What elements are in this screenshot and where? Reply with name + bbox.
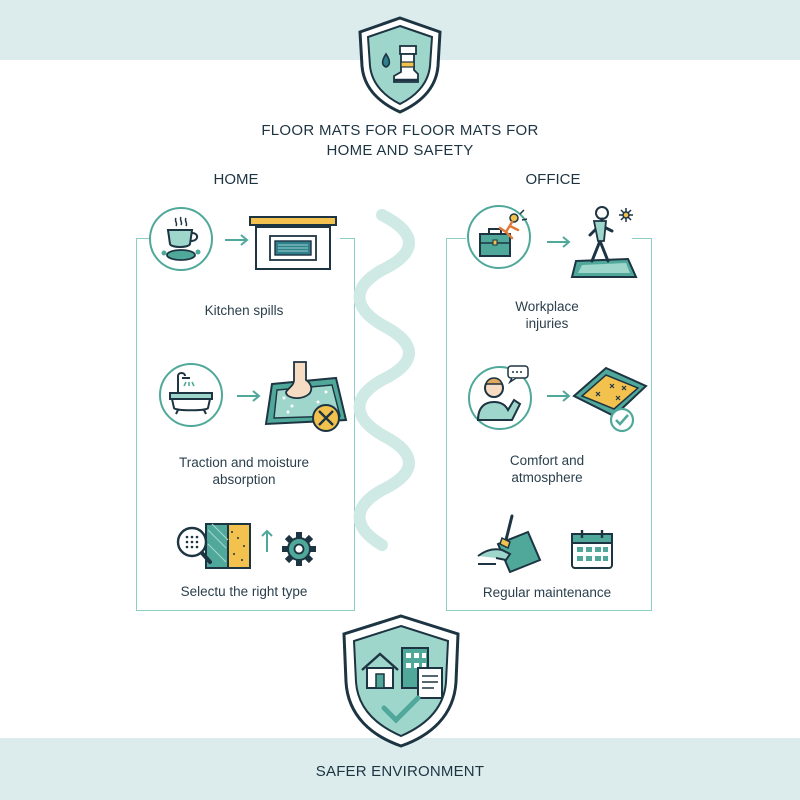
office-item-2-label-line-2: atmosphere xyxy=(511,470,583,485)
office-item-3-label: Regular maintenance xyxy=(482,585,612,600)
home-item-2-label-line-1: Traction and moisture xyxy=(178,455,310,470)
home-panel xyxy=(136,238,355,611)
shield-home-office-icon xyxy=(342,614,460,748)
bottom-band xyxy=(0,738,800,800)
coffee-spill-icon xyxy=(149,207,213,271)
comfort-mat-check-icon xyxy=(572,366,648,433)
office-item-1-label-line-1: Workplace xyxy=(515,299,579,314)
arrow-icon xyxy=(237,390,261,402)
bath-mat-foot-icon xyxy=(264,361,348,432)
home-item-3-label: Selectu the right type xyxy=(180,584,308,599)
gear-icon xyxy=(282,532,316,566)
title-line-2: HOME AND SAFETY xyxy=(326,142,474,159)
office-panel-top-right xyxy=(632,238,651,239)
office-panel-top-left xyxy=(446,238,466,239)
hand-cleaning-icon xyxy=(477,514,542,574)
arrow-up-icon xyxy=(261,529,273,552)
home-item-1-label: Kitchen spills xyxy=(204,303,284,318)
page-title: FLOOR MATS FOR FLOOR MATS FOR HOME AND S… xyxy=(0,121,800,161)
office-panel xyxy=(446,238,652,611)
home-heading: HOME xyxy=(213,171,259,188)
office-item-2-label: Comfort and atmosphere xyxy=(452,452,642,486)
magnifier-samples-icon xyxy=(176,523,251,569)
home-item-2-label: Traction and moisture absorption xyxy=(148,454,340,488)
home-panel-top-right xyxy=(340,238,354,239)
office-item-1-label-line-2: injuries xyxy=(525,316,569,331)
wave-divider xyxy=(353,209,415,551)
calendar-icon xyxy=(571,530,613,569)
office-heading: OFFICE xyxy=(525,171,581,188)
shield-boot-icon xyxy=(358,16,442,114)
bathtub-shower-icon xyxy=(159,363,223,427)
arrow-icon xyxy=(225,234,249,246)
home-item-2-label-line-2: absorption xyxy=(212,472,276,487)
office-item-2-label-line-1: Comfort and xyxy=(509,453,585,468)
briefcase-slip-icon xyxy=(467,205,531,269)
person-on-mat-icon xyxy=(570,206,638,278)
office-item-1-label: Workplace injuries xyxy=(452,298,642,332)
arrow-icon xyxy=(547,390,571,402)
home-panel-top-left xyxy=(136,238,150,239)
title-line-1: FLOOR MATS FOR FLOOR MATS FOR xyxy=(261,122,539,139)
arrow-icon xyxy=(547,236,571,248)
door-mat-icon xyxy=(249,216,337,270)
footer-label: SAFER ENVIRONMENT xyxy=(315,763,485,780)
happy-worker-icon xyxy=(468,365,532,430)
